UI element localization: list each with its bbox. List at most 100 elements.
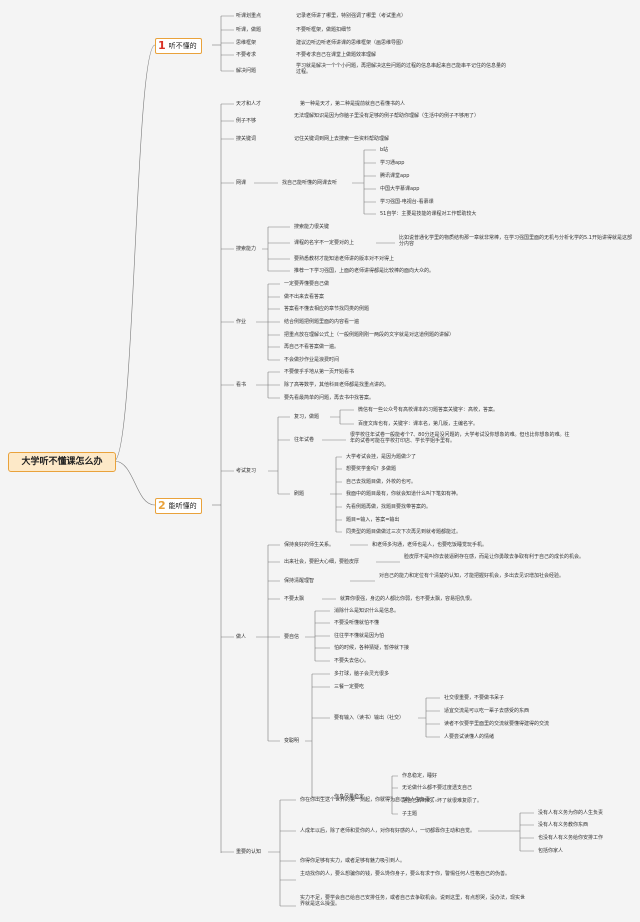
exam-review-practice[interactable]: 复习，做题	[294, 414, 320, 420]
social-tip: 社交很重要，不要做书呆子	[444, 695, 505, 701]
person-stay-sober[interactable]: 保持清醒理智	[284, 578, 315, 584]
course-platform: 中国大学慕课app	[380, 186, 420, 192]
drill-tip: 同类型的题目做做过三次下次再见到就考题都能过。	[346, 529, 462, 535]
branch-2-label: 能听懂的	[168, 502, 197, 510]
node-genius[interactable]: 天才和人才	[236, 101, 262, 107]
node-mark-key-points[interactable]: 听课划重点	[236, 13, 262, 19]
cognition-item: 你得你足够有实力，或者足够有魅力吸引到人。	[300, 858, 406, 864]
confidence-tip: 怕的时候，各种猜疑，暂停就下接	[334, 645, 410, 651]
node-mark-key-points-detail: 记录老师讲了哪里，特别强调了哪里（考试重点）	[296, 13, 407, 19]
routine-tip: 作息稳定，睡好	[402, 773, 438, 779]
person-stay-sober-detail: 对自己的能力和定位有个清楚的认知，才能把握好机会，多出去见识增加社会经验。	[379, 573, 565, 579]
cognition-sub: 也没有人有义务给你安排工作	[538, 835, 604, 841]
smart-tip: 多打球，脑子会灵光很多	[334, 671, 390, 677]
drill-tip: 我面中的题目最有，你就会知道什么叫下笔如有神。	[346, 491, 462, 497]
search-item: 搜索能力很关键	[294, 224, 330, 230]
person-teacher-relation-detail: 和老师多沟通，老师也是人，也要吃饭睡觉玩手机。	[372, 542, 488, 548]
cognition-item[interactable]: 人成年以后，除了老师和爱你的人，对你有好感的人，一切都靠你主动和自觉。	[300, 828, 476, 834]
node-read-book[interactable]: 看书	[236, 382, 247, 388]
course-platform: 51自学：主要是技能的课程对工作帮助较大	[380, 211, 477, 217]
drill-tip: 想要奖学金吗？多做题	[346, 466, 397, 472]
node-genius-detail: 第一种是天才，第二种是提前就自己看懂书的人	[300, 101, 406, 107]
branch-1-label: 听不懂的	[168, 42, 197, 50]
social-tip: 读者不仅要学里面里的交流就要懂得建得的交流	[444, 721, 550, 727]
node-online-course-note: 找自己能听懂的网课去听	[282, 180, 338, 186]
node-search-keywords[interactable]: 搜关键词	[236, 136, 257, 142]
homework-step: 结合例题把例题里面的内容看一遍	[284, 319, 360, 325]
link-root-b2	[113, 460, 156, 506]
search-item: 要熟悉教材才能知道老师讲的版本对不对得上	[294, 256, 395, 262]
drill-tip: 大学考试会挂，是因为题做少了	[346, 454, 417, 460]
person-confidence[interactable]: 要自信	[284, 634, 300, 640]
search-item: 课程的名字不一定要对的上	[294, 240, 355, 246]
person-bold-careful-detail: 脸皮厚不是叫你去装逼刷存在感，而是让你勇敢去争取有利于自己的成长的机会。	[404, 554, 585, 560]
cognition-sub: 没有人有义务为你的人生负责	[538, 810, 604, 816]
confidence-tip: 消除什么是知识什么是信息。	[334, 608, 400, 614]
search-item-note: 比如说普通化学里的物质结构那一章就非常棒，在学习强国里面的无机与分析化学的5.1…	[399, 235, 632, 247]
node-online-course[interactable]: 网课	[236, 180, 247, 186]
node-listen-practice[interactable]: 听课，做题	[236, 27, 262, 33]
search-item: 推荐一下学习强国，上面的老师讲得都是比较棒的面向大众的。	[294, 268, 435, 274]
cognition-item: 你在你出生这个世界的第一刻起，你就得为自己的人生负责了。	[300, 797, 441, 803]
routine-tip: 无论做什么都不要过度透支自己	[402, 785, 473, 791]
node-not-enough-examples[interactable]: 例子不够	[236, 118, 257, 124]
social-tip: 人要尝试读懂人的情绪	[444, 734, 495, 740]
node-be-a-person[interactable]: 做人	[236, 634, 247, 640]
confidence-tip: 不要没听懂就怕不懂	[334, 620, 380, 626]
book-tip: 除了高等数学，其他科目老师都是找重点讲的。	[284, 382, 390, 388]
node-not-enough-examples-detail: 无法理解知识是因为你脑子里没有足够的例子帮助你理解（生活中的例子不够用了）	[294, 113, 480, 119]
cognition-sub: 包括你家人	[538, 848, 564, 854]
node-solve-problems[interactable]: 解决问题	[236, 68, 257, 74]
book-tip: 要先看最简单的问题，再去书中找答案。	[284, 395, 375, 401]
social-tip: 适宜交流是可以吃一辈子去感受的东西	[444, 708, 530, 714]
node-search-keywords-detail: 记住关键词到网上去搜索一些资料帮助理解	[294, 136, 390, 142]
cognition-item: 主动找你的人，要么想骗你的钱，要么馋你身子，要么有求于你，警惕任何人性格自己的伪…	[300, 871, 511, 877]
person-teacher-relation[interactable]: 保持良好的师生关系。	[284, 542, 335, 548]
node-exam-review[interactable]: 考试复习	[236, 468, 257, 474]
node-no-demand[interactable]: 不要考求	[236, 52, 257, 58]
smart-tip: 三餐一定要吃	[334, 684, 365, 690]
drill-tip: 自己去找题目做，外校的也可。	[346, 479, 417, 485]
smart-input-output[interactable]: 要有输入（读书）输出（社交）	[334, 715, 405, 721]
course-platform: b站	[380, 147, 389, 153]
person-dont-float-detail: 就算你很强，身边的人都比你弱，也不要太飘，容易招仇恨。	[340, 596, 476, 602]
cognition-sub: 没有人有义务教你东西	[538, 822, 589, 828]
routine-tip: 把自己弄坏的，坏了就很难复原了。	[402, 798, 483, 804]
node-thinking-framework-detail: 建议边听边听老师讲课的思维框架（画思维导图）	[296, 40, 407, 46]
person-bold-careful[interactable]: 出来社会，要胆大心细，要脸皮厚	[284, 559, 360, 565]
cognition-item: 实力不足，要学会自己给自己安排任务，或者自己去争取机会。说到这里，有点想哭，没办…	[300, 895, 526, 907]
homework-step: 一定要弄懂要自己做	[284, 281, 330, 287]
node-no-demand-detail: 不要考求自己在课堂上做题效率理解	[296, 52, 377, 58]
exam-past-papers[interactable]: 往年试卷	[294, 437, 315, 443]
homework-step: 不会做抄作业是浪费时间	[284, 357, 340, 363]
course-platform: 腾讯课堂app	[380, 173, 410, 179]
homework-step: 做不出来去看答案	[284, 294, 325, 300]
exam-review-practice-tip: 微信有一些公众号有高校课本的习题答案关键字：高校，答案。	[358, 407, 499, 413]
person-get-smarter[interactable]: 变聪明	[284, 738, 300, 744]
root-topic[interactable]: 大学听不懂课怎么办	[8, 452, 116, 472]
node-thinking-framework[interactable]: 思维框架	[236, 40, 257, 46]
node-key-cognition[interactable]: 重要的认知	[236, 849, 262, 855]
homework-step: 再自己不看答案做一遍。	[284, 344, 340, 350]
course-platform: 学习通app	[380, 160, 405, 166]
node-solve-problems-detail: 学习就是解决一个个小问题，再把解决这些问题的过程的信息串起来自己能串平记住的信息…	[296, 63, 507, 75]
homework-step: 把重点放在理解公式上（一般例题刚刚一两段的文字就是对这道例题的讲解）	[284, 332, 455, 338]
connector-lines	[113, 15, 534, 907]
branch-1-number: 1	[158, 39, 166, 52]
confidence-tip: 往往学不懂就是因为怕	[334, 633, 385, 639]
smart-stable-routine[interactable]: 作息尽量稳定	[334, 794, 365, 800]
node-search-ability[interactable]: 搜索能力	[236, 246, 257, 252]
branch-2-number: 2	[158, 499, 166, 512]
exam-past-papers-detail: 很学校往年试卷一般能考个7、80分还是没问题的，大学考试没你想象的难。但也比你想…	[350, 432, 570, 444]
exam-review-practice-tip: 百度文库也有，关键字：课本名，第几版，主编名字。	[358, 421, 479, 427]
confidence-tip: 不要失去信心。	[334, 658, 370, 664]
node-listen-practice-detail: 不要听框架，做题扣细节	[296, 27, 352, 33]
routine-tip: 子主题	[402, 811, 418, 817]
node-homework[interactable]: 作业	[236, 319, 247, 325]
exam-drill[interactable]: 刷题	[294, 491, 305, 497]
person-dont-float[interactable]: 不要太飘	[284, 596, 305, 602]
homework-step: 答案看不懂去相应的章节找同类的例题	[284, 306, 370, 312]
